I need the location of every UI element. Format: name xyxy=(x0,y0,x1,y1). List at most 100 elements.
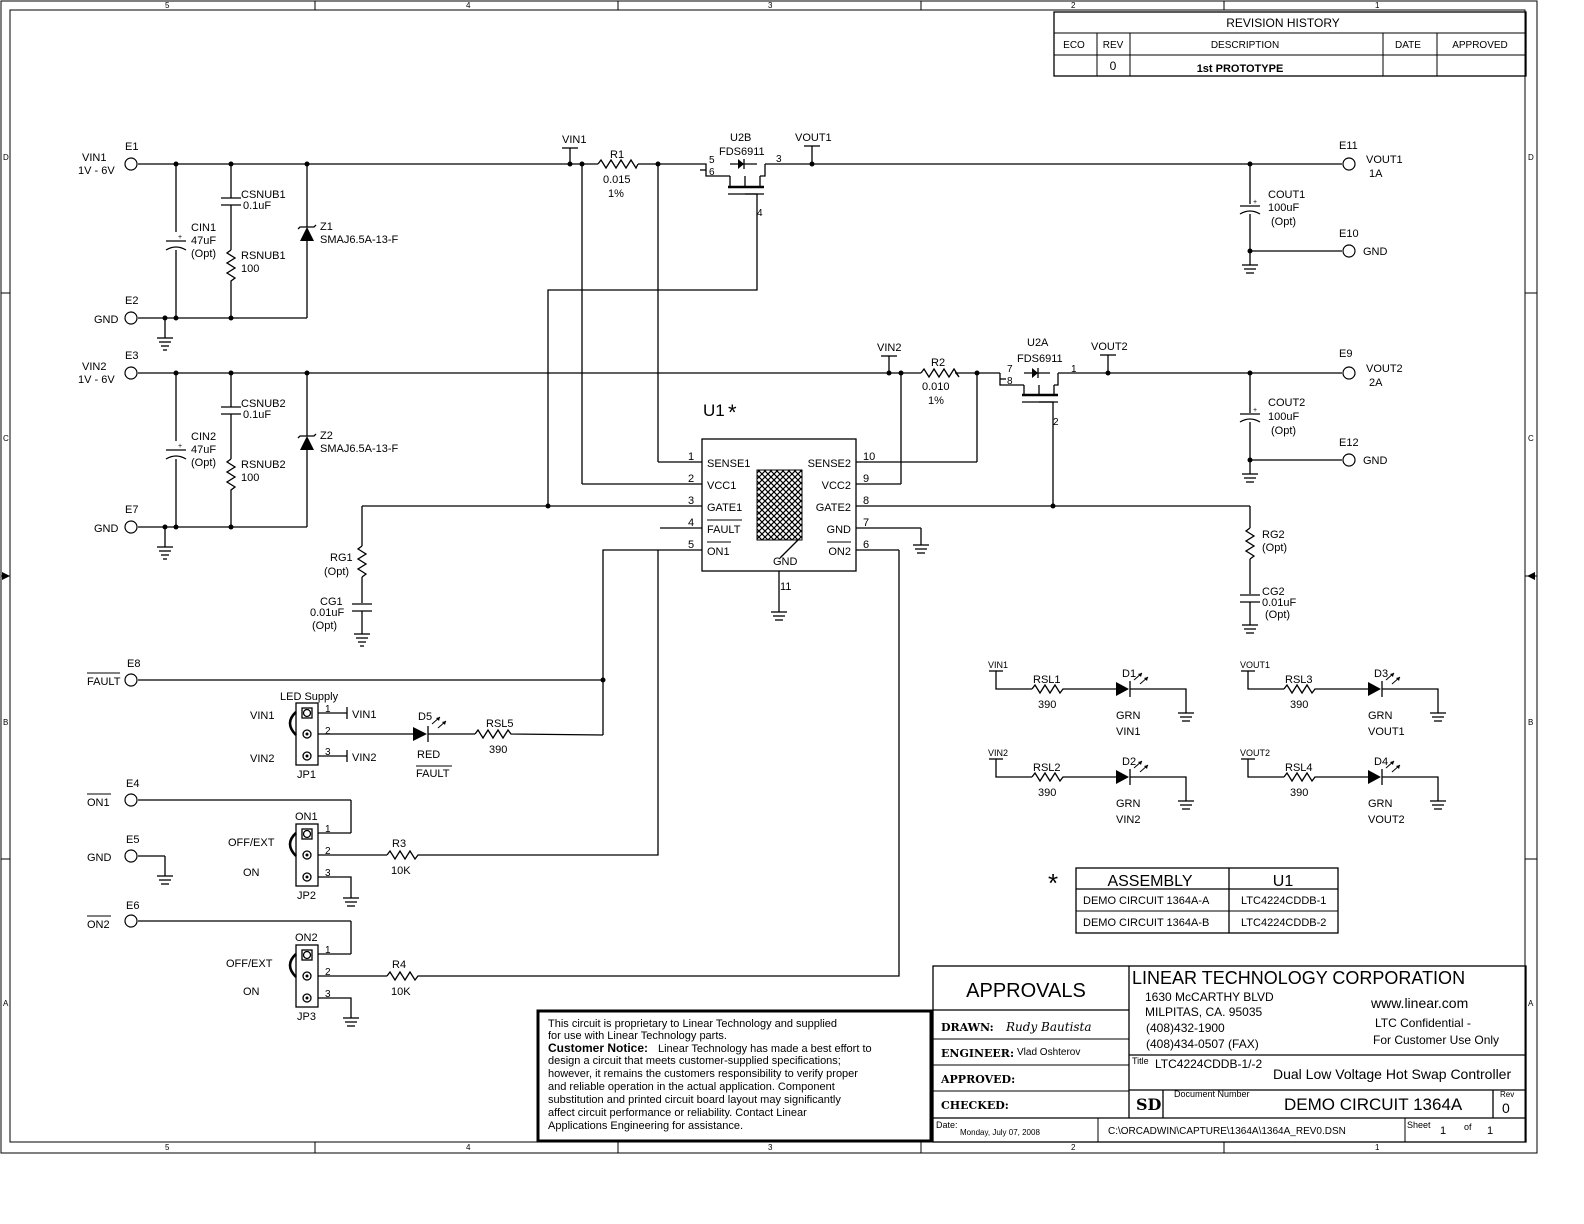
terminal-e3 xyxy=(124,366,138,380)
resistor-r2 xyxy=(920,367,960,379)
u2b-label: U2B xyxy=(730,132,751,144)
vout1-flag: VOUT1 xyxy=(795,132,832,144)
assembly-star-marker: * xyxy=(728,400,737,425)
led-resistor-value: 390 xyxy=(1038,787,1056,799)
revision-header: APPROVED xyxy=(1452,40,1508,51)
resistor-rsl1 xyxy=(1031,683,1116,695)
jp1-pin: 1 xyxy=(325,704,331,715)
e2-label: E2 xyxy=(125,295,138,307)
assembly-header: ASSEMBLY xyxy=(1107,873,1192,890)
jp2-label: JP2 xyxy=(297,890,316,902)
z2-value: SMAJ6.5A-13-F xyxy=(320,443,399,455)
svg-text:+: + xyxy=(178,234,182,241)
z1-label: Z1 xyxy=(320,221,333,233)
u1-pin-name: SENSE1 xyxy=(707,458,750,470)
title-block: APPROVALS DRAWN: Rudy Bautista ENGINEER:… xyxy=(932,965,1527,1143)
jp2-on-label: ON xyxy=(243,867,260,879)
csnub2-label: CSNUB2 xyxy=(241,398,286,410)
border-col-label: 1 xyxy=(1375,1,1380,10)
border-col-label: 2 xyxy=(1071,1143,1076,1152)
u1-pin-name: GATE1 xyxy=(707,502,742,514)
border-col-label: 3 xyxy=(768,1143,773,1152)
cin1-value: 47uF xyxy=(191,235,216,247)
capacitor-cin1: + xyxy=(165,234,187,251)
border-col-label: 1 xyxy=(1375,1143,1380,1152)
zener-z2 xyxy=(297,433,317,450)
confidential-line: For Customer Use Only xyxy=(1373,1033,1499,1047)
gnd-label: GND xyxy=(1363,455,1388,467)
assembly-cell: LTC4224CDDB-2 xyxy=(1241,917,1326,929)
notice-bold: Customer Notice: xyxy=(548,1041,648,1055)
revision-title: REVISION HISTORY xyxy=(1226,16,1340,30)
cout1-value: 100uF xyxy=(1268,202,1299,214)
u1-pin-name: ON2 xyxy=(828,546,851,558)
company-website: www.linear.com xyxy=(1370,995,1468,1011)
u2a-pin: 1 xyxy=(1071,364,1077,375)
rsnub1-value: 100 xyxy=(241,263,259,275)
r3-label: R3 xyxy=(392,838,406,850)
notice-line: affect circuit performance or reliabilit… xyxy=(548,1107,807,1119)
u2a-pin: 8 xyxy=(1007,376,1013,387)
terminal-e8 xyxy=(124,673,138,687)
notice-line: This circuit is proprietary to Linear Te… xyxy=(548,1018,837,1030)
csnub1-label: CSNUB1 xyxy=(241,189,286,201)
title-label: Title xyxy=(1132,1056,1149,1066)
led-wire xyxy=(1247,671,1284,690)
led-symbol xyxy=(1368,682,1381,696)
u1-pin-name: GND xyxy=(827,524,852,536)
u2a-label: U2A xyxy=(1027,337,1049,349)
led-resistor-label: RSL3 xyxy=(1285,674,1313,686)
jumper-jp3 xyxy=(288,944,387,1027)
border-row-label: C xyxy=(3,434,9,443)
jp3-on-label: ON xyxy=(243,986,260,998)
ground-symbol xyxy=(913,544,929,554)
e11-label: E11 xyxy=(1339,140,1358,152)
csnub2-value: 0.1uF xyxy=(243,409,271,421)
u1-pin-number: 10 xyxy=(863,451,875,463)
gate2-rc-network: RG2 (Opt) CG2 0.01uF (Opt) xyxy=(1240,506,1297,634)
resistor-r4 xyxy=(386,550,900,982)
sheet-label: Sheet xyxy=(1407,1120,1431,1130)
led-label: D1 xyxy=(1122,668,1136,680)
u1-gnd-label: GND xyxy=(773,556,798,568)
r1-value: 0.015 xyxy=(603,174,631,186)
on1-label: ON1 xyxy=(87,797,110,809)
jumper-jp1 xyxy=(288,702,413,766)
light-arrow-head xyxy=(1396,765,1400,769)
e4-label: E4 xyxy=(126,778,139,790)
resistor-rg2 xyxy=(1244,527,1256,560)
sheet-size: SD xyxy=(1136,1095,1162,1114)
u1-pin-number: 11 xyxy=(780,581,791,593)
jp3-pin: 1 xyxy=(325,945,331,956)
u1-pin-number: 6 xyxy=(863,539,869,551)
light-arrow-head xyxy=(1396,677,1400,681)
cin1-label: CIN1 xyxy=(191,222,216,234)
jp3-pin: 2 xyxy=(325,967,331,978)
notice-line: and reliable operation in the actual app… xyxy=(548,1081,835,1093)
e12-label: E12 xyxy=(1339,437,1359,449)
cout1-opt: (Opt) xyxy=(1271,216,1296,228)
title-description: Dual Low Voltage Hot Swap Controller xyxy=(1273,1066,1511,1082)
cin2-value: 47uF xyxy=(191,444,216,456)
capacitor-cout2: + xyxy=(1239,407,1261,423)
rsnub1-label: RSNUB1 xyxy=(241,250,286,262)
cout2-value: 100uF xyxy=(1268,411,1299,423)
vin2-flag: VIN2 xyxy=(877,342,901,354)
cin2-opt: (Opt) xyxy=(191,457,216,469)
vin1-flag: VIN1 xyxy=(562,134,586,146)
revision-history-table: REVISION HISTORY ECO REV DESCRIPTION DAT… xyxy=(1053,11,1527,77)
rg1-label: RG1 xyxy=(330,552,353,564)
led-symbol xyxy=(1368,770,1381,784)
border-col-label: 3 xyxy=(768,1,773,10)
vout1-label: VOUT1 xyxy=(1366,154,1403,166)
e10-label: E10 xyxy=(1339,228,1359,240)
rev-value: 0 xyxy=(1502,1100,1510,1116)
light-arrow-head xyxy=(1390,673,1394,677)
jp1-pin: 3 xyxy=(325,747,331,758)
z1-value: SMAJ6.5A-13-F xyxy=(320,234,399,246)
led-resistor-value: 390 xyxy=(1290,787,1308,799)
jp2-off-label: OFF/EXT xyxy=(228,837,275,849)
u1-pin-number: 1 xyxy=(688,451,694,463)
